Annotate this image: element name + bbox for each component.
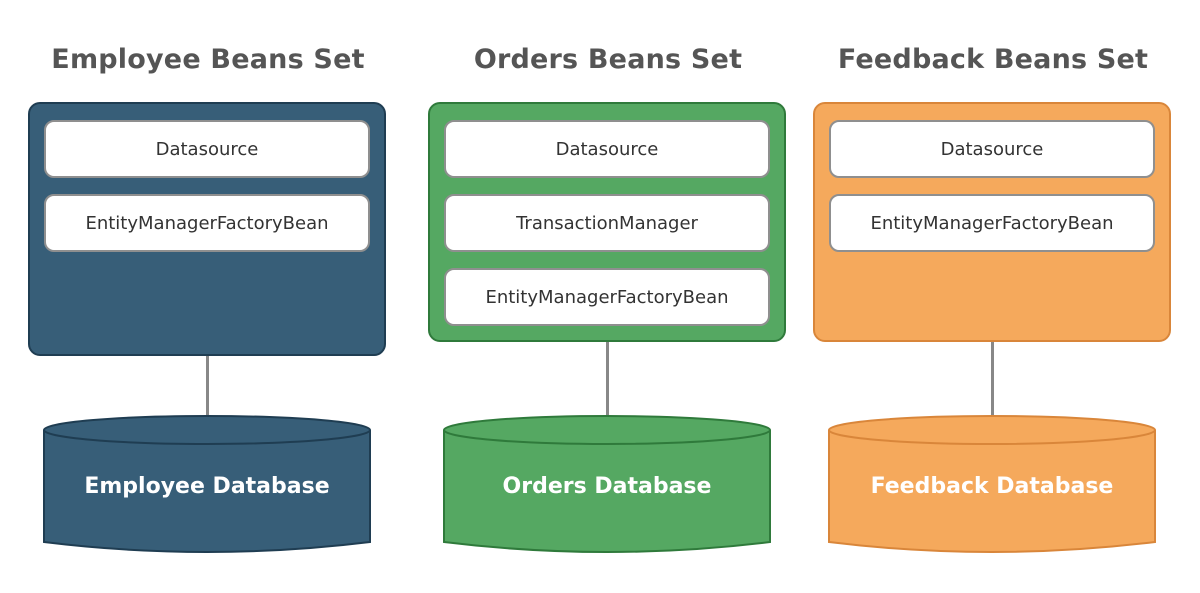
orders-connector-line	[606, 342, 609, 416]
feedback-set-title: Feedback Beans Set	[837, 44, 1149, 75]
feedback-database-cylinder	[828, 415, 1156, 553]
orders-set-title: Orders Beans Set	[473, 44, 743, 75]
orders-datasource-bean: Datasource	[444, 120, 770, 178]
orders-transaction-manager-bean: TransactionManager	[444, 194, 770, 252]
orders-entity-manager-factory-bean: EntityManagerFactoryBean	[444, 268, 770, 326]
employee-database-cylinder	[43, 415, 371, 553]
employee-datasource-bean: Datasource	[44, 120, 370, 178]
feedback-connector-line	[991, 342, 994, 416]
feedback-database-label: Feedback Database	[870, 474, 1114, 499]
employee-set-title: Employee Beans Set	[51, 44, 365, 75]
feedback-entity-manager-factory-bean: EntityManagerFactoryBean	[829, 194, 1155, 252]
employee-connector-line	[206, 356, 209, 416]
orders-bean-set-box: Datasource TransactionManager EntityMana…	[428, 102, 786, 342]
feedback-bean-set-box: Datasource EntityManagerFactoryBean	[813, 102, 1171, 342]
employee-column: Employee Beans Set Datasource EntityMana…	[28, 0, 388, 593]
orders-column: Orders Beans Set Datasource TransactionM…	[428, 0, 788, 593]
orders-database-cylinder	[443, 415, 771, 553]
employee-entity-manager-factory-bean: EntityManagerFactoryBean	[44, 194, 370, 252]
feedback-datasource-bean: Datasource	[829, 120, 1155, 178]
feedback-column: Feedback Beans Set Datasource EntityMana…	[813, 0, 1173, 593]
employee-database-label: Employee Database	[84, 474, 330, 499]
employee-bean-set-box: Datasource EntityManagerFactoryBean	[28, 102, 386, 356]
orders-database-label: Orders Database	[502, 474, 712, 499]
